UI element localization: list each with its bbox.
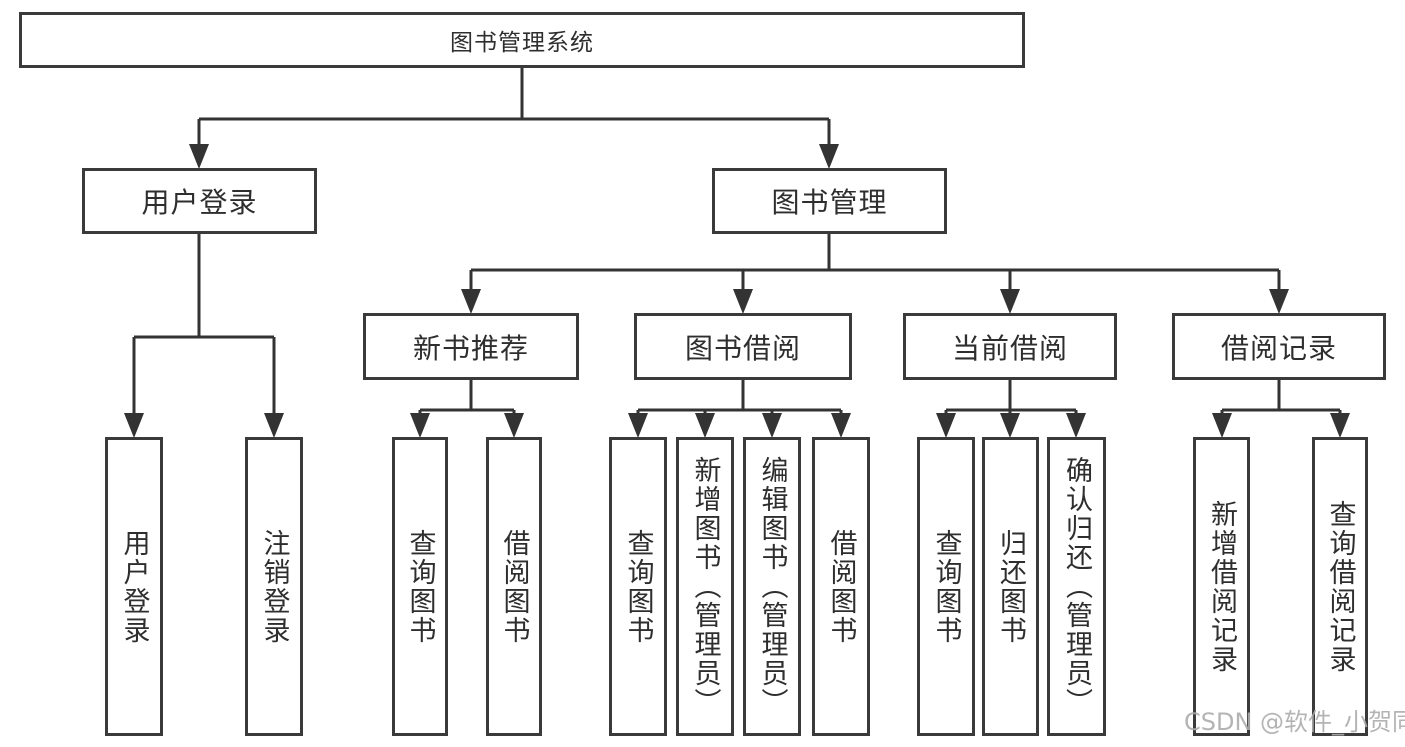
csdn-watermark: CSDN @软件_小贺同学 [1184,708,1405,736]
node-book-borrowing-label: 图书借阅 [684,331,801,365]
leaf-logout-label: 注销登录 [258,528,290,645]
node-current-borrowing: 当前借阅 [903,313,1117,380]
leaf-query-books-recommend-label: 查询图书 [404,528,436,645]
arrowheads [124,144,1350,438]
node-user-login-label: 用户登录 [141,186,258,219]
leaf-query-books-current-label: 查询图书 [930,528,962,645]
leaf-edit-books-admin: 编辑图书（管理员） [743,437,801,736]
leaf-add-borrow-record: 新增借阅记录 [1193,437,1250,736]
leaf-query-books-recommend: 查询图书 [392,437,448,736]
node-new-book-recommendation-label: 新书推荐 [412,331,529,365]
leaf-borrow-books-borrowing-label: 借阅图书 [825,528,857,645]
leaf-return-books: 归还图书 [982,437,1039,736]
node-user-login: 用户登录 [82,168,317,234]
leaf-query-books-current: 查询图书 [917,437,975,736]
node-current-borrowing-label: 当前借阅 [951,331,1068,365]
leaf-add-borrow-record-label: 新增借阅记录 [1206,499,1237,674]
leaf-add-books-admin: 新增图书（管理员） [676,437,734,736]
leaf-query-borrow-record-label: 查询借阅记录 [1324,499,1356,674]
leaf-confirm-return-admin-label: 确认归还（管理员） [1061,456,1092,717]
node-book-management-label: 图书管理 [771,186,888,219]
leaf-borrow-books-recommend: 借阅图书 [486,437,542,736]
leaf-return-books-label: 归还图书 [995,528,1026,645]
leaf-query-borrow-record: 查询借阅记录 [1312,437,1368,736]
leaf-logout: 注销登录 [245,437,303,736]
leaf-user-login: 用户登录 [105,437,163,736]
node-book-management: 图书管理 [712,168,947,234]
leaf-borrow-books-borrowing: 借阅图书 [812,437,870,736]
node-borrowing-records-label: 借阅记录 [1220,331,1337,365]
leaf-query-books-borrowing-label: 查询图书 [622,528,654,645]
leaf-add-books-admin-label: 新增图书（管理员） [689,456,721,717]
leaf-edit-books-admin-label: 编辑图书（管理员） [756,456,788,717]
node-library-system-label: 图书管理系统 [450,30,594,56]
leaf-query-books-borrowing: 查询图书 [609,437,667,736]
node-new-book-recommendation: 新书推荐 [363,313,579,380]
leaf-user-login-label: 用户登录 [118,528,150,645]
leaf-borrow-books-recommend-label: 借阅图书 [498,528,530,645]
node-library-system: 图书管理系统 [19,12,1025,68]
node-book-borrowing: 图书借阅 [634,313,852,380]
node-borrowing-records: 借阅记录 [1172,313,1386,380]
leaf-confirm-return-admin: 确认归还（管理员） [1047,437,1106,736]
